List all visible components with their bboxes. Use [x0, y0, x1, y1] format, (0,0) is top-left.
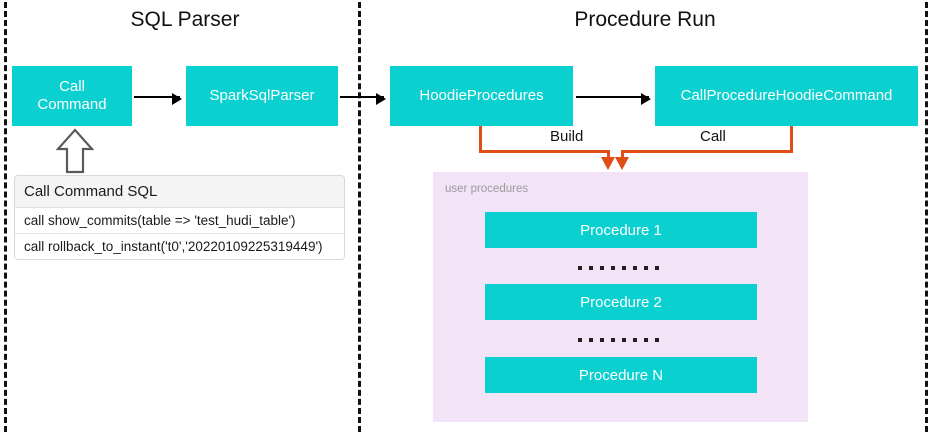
- node-call-procedure-hoodie-command-label: CallProcedureHoodieCommand: [680, 87, 893, 105]
- procedure-box-n-label: Procedure N: [578, 366, 664, 384]
- call-command-sql-table: Call Command SQL call show_commits(table…: [14, 175, 345, 260]
- node-call-procedure-hoodie-command[interactable]: CallProcedureHoodieCommand: [655, 66, 918, 126]
- node-call-command-line1: Call: [59, 78, 85, 96]
- sql-table-header: Call Command SQL: [15, 176, 344, 208]
- user-procedures-label: user procedures: [445, 183, 529, 195]
- procedure-box-n[interactable]: Procedure N: [485, 357, 757, 393]
- node-call-command[interactable]: Call Command: [12, 66, 132, 126]
- sql-table-row[interactable]: call show_commits(table => 'test_hudi_ta…: [15, 208, 344, 234]
- node-spark-sql-parser-label: SparkSqlParser: [209, 87, 315, 105]
- block-arrow-up-icon: [55, 128, 95, 174]
- node-hoodie-procedures[interactable]: HoodieProcedures: [390, 66, 573, 126]
- sql-table-row[interactable]: call rollback_to_instant('t0','202201092…: [15, 234, 344, 259]
- orange-build-horizontal: [479, 150, 610, 153]
- orange-build-vertical: [479, 126, 482, 152]
- procedure-box-2[interactable]: Procedure 2: [485, 284, 757, 320]
- orange-call-drop: [621, 150, 624, 159]
- orange-call-arrowhead-icon: [615, 157, 629, 170]
- node-hoodie-procedures-label: HoodieProcedures: [419, 87, 544, 105]
- section-title-procedure-run: Procedure Run: [574, 8, 716, 31]
- arrow-spark-sql-parser-to-hoodie-procedures: [340, 92, 386, 105]
- node-spark-sql-parser[interactable]: SparkSqlParser: [186, 66, 338, 126]
- edge-label-call: Call: [696, 128, 730, 145]
- procedure-box-1[interactable]: Procedure 1: [485, 212, 757, 248]
- orange-call-horizontal: [621, 150, 793, 153]
- procedure-ellipsis-1: [578, 266, 659, 270]
- divider-middle: [358, 2, 361, 432]
- procedure-box-1-label: Procedure 1: [580, 221, 662, 239]
- divider-left: [4, 2, 7, 432]
- procedure-ellipsis-2: [578, 338, 659, 342]
- divider-right: [925, 2, 928, 432]
- orange-build-drop: [607, 150, 610, 159]
- section-title-sql-parser: SQL Parser: [130, 8, 240, 31]
- orange-call-vertical: [790, 126, 793, 152]
- arrow-call-command-to-spark-sql-parser: [134, 92, 182, 105]
- procedure-box-2-label: Procedure 2: [580, 293, 662, 311]
- node-call-command-line2: Command: [37, 96, 107, 113]
- orange-build-arrowhead-icon: [601, 157, 615, 170]
- arrow-hoodie-procedures-to-call-procedure-hoodie-command: [576, 92, 651, 105]
- edge-label-build: Build: [546, 128, 588, 145]
